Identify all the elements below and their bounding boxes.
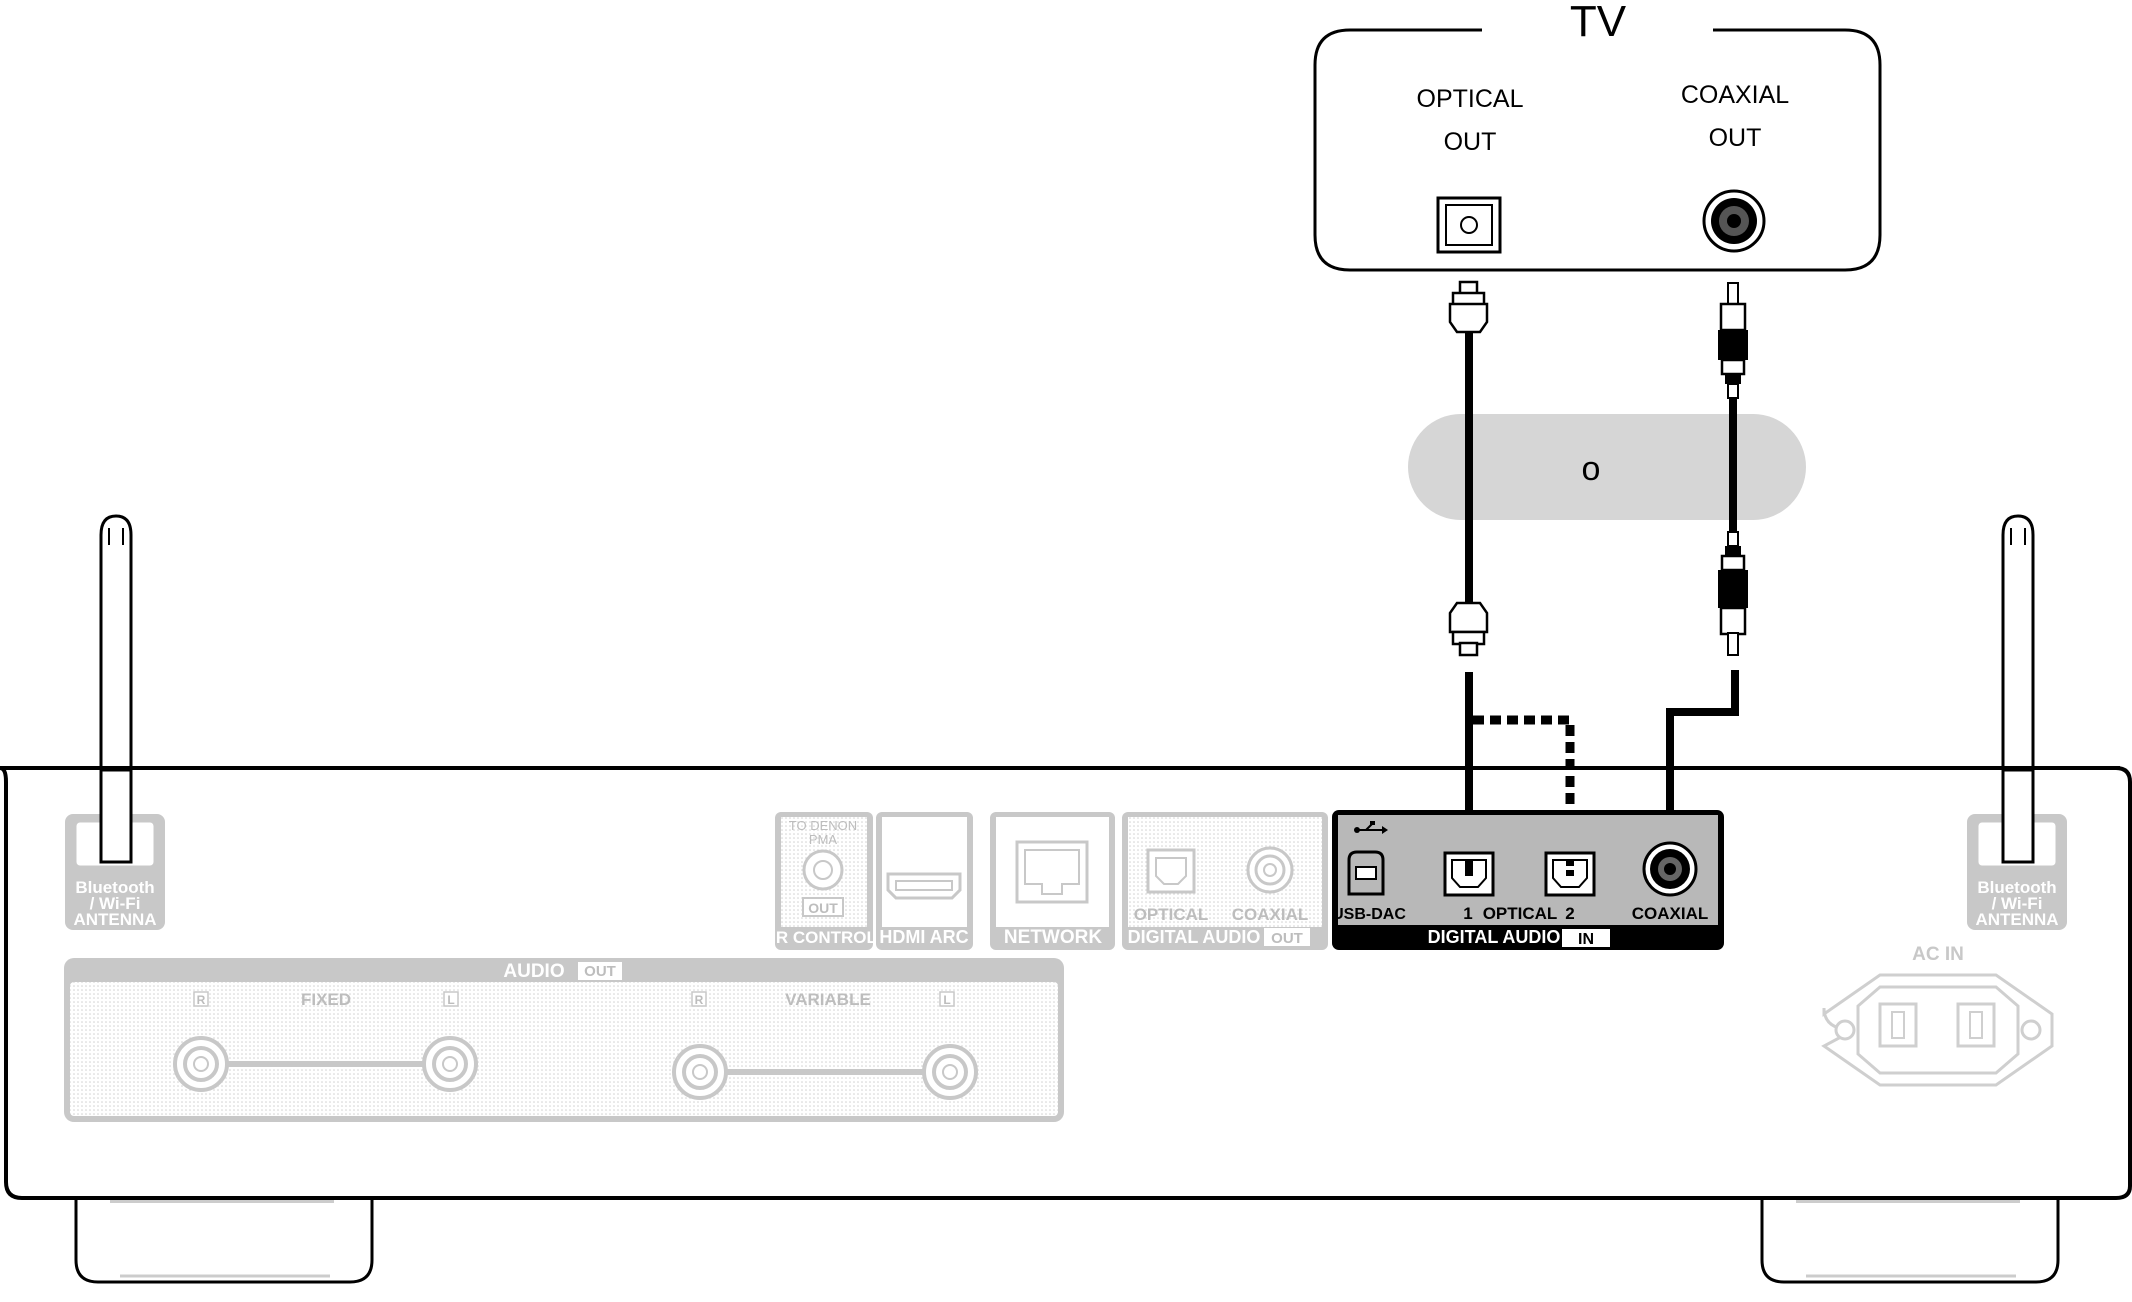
- ir-to-denon-2: PMA: [809, 832, 838, 847]
- digital-audio-in-label: DIGITAL AUDIO: [1428, 927, 1561, 947]
- fixed-r-label: R: [197, 993, 206, 1007]
- variable-l-jack-icon: [922, 1044, 978, 1100]
- usb-dac-label: USB-DAC: [1332, 906, 1406, 923]
- ir-out-tag: OUT: [808, 900, 838, 916]
- network-panel: NETWORK: [990, 812, 1115, 950]
- audio-out-label: AUDIO: [503, 961, 564, 982]
- tv-optical-jack-icon: [1436, 196, 1502, 254]
- optical-in-label: OPTICAL: [1483, 904, 1558, 923]
- tv-coaxial-label-2: OUT: [1709, 124, 1762, 152]
- tv-optical-label-2: OUT: [1444, 128, 1497, 156]
- digital-audio-out-label: DIGITAL AUDIO: [1128, 927, 1261, 947]
- variable-label: VARIABLE: [785, 990, 871, 1009]
- usb-icon: [1354, 821, 1388, 834]
- digital-audio-in-tag: IN: [1578, 931, 1594, 948]
- tv-device: TV OPTICAL OUT COAXIAL OUT: [1313, 0, 1882, 272]
- optical-in-1-label: 1: [1463, 904, 1472, 923]
- or-badge-text: o: [1582, 450, 1601, 488]
- ir-control-panel: TO DENON PMA OUT IR CONTROL: [771, 812, 877, 950]
- optical-cable: [1448, 280, 1575, 874]
- hdmi-arc-label: HDMI ARC: [879, 927, 968, 947]
- chassis: [0, 766, 2132, 1200]
- coaxial-in-label: COAXIAL: [1632, 904, 1709, 923]
- optical-in-2-label: 2: [1565, 904, 1574, 923]
- or-badge: o: [1408, 414, 1806, 520]
- ac-in-label: AC IN: [1912, 944, 1964, 965]
- digital-audio-out-panel: OPTICAL COAXIAL DIGITAL AUDIO OUT: [1122, 812, 1328, 950]
- ir-control-label: IR CONTROL: [771, 928, 877, 947]
- tv-coaxial-label-1: COAXIAL: [1681, 81, 1789, 109]
- variable-r-label: R: [695, 993, 704, 1007]
- variable-r-jack-icon: [672, 1044, 728, 1100]
- network-label: NETWORK: [1004, 927, 1102, 948]
- foot-left: [74, 1199, 374, 1284]
- audio-out-panel: AUDIO OUT R FIXED L R VARIABLE L: [64, 958, 1064, 1122]
- optical-out-jack-icon: [1146, 848, 1196, 894]
- audio-out-tag: OUT: [584, 963, 616, 980]
- fixed-label: FIXED: [301, 990, 351, 1009]
- antenna-terminal-right: Bluetooth / Wi-Fi ANTENNA: [1967, 814, 2067, 930]
- coaxial-in-jack-icon: [1642, 841, 1698, 897]
- ir-to-denon-1: TO DENON: [789, 818, 857, 833]
- ac-in-inlet: AC IN: [1821, 944, 2054, 1087]
- antenna-right-label-2: / Wi-Fi: [1992, 894, 2043, 913]
- coaxial-out-label: COAXIAL: [1232, 905, 1309, 924]
- coaxial-out-jack-icon: [1246, 846, 1294, 894]
- variable-l-label: L: [943, 993, 950, 1007]
- antenna-right-label-1: Bluetooth: [1977, 878, 2056, 897]
- antenna-right-label-3: ANTENNA: [1975, 910, 2058, 929]
- fixed-r-jack-icon: [173, 1036, 229, 1092]
- antenna-left-label-2: / Wi-Fi: [90, 894, 141, 913]
- hdmi-arc-panel: HDMI ARC: [876, 812, 973, 950]
- digital-audio-in-panel: USB-DAC 1 OPTICAL 2 COAXIAL DIGITAL AUDI…: [1332, 810, 1724, 950]
- fixed-l-label: L: [447, 993, 454, 1007]
- antenna-left-label-1: Bluetooth: [75, 878, 154, 897]
- optical-out-label: OPTICAL: [1134, 905, 1209, 924]
- antenna-left-label-3: ANTENNA: [73, 910, 156, 929]
- tv-optical-label-1: OPTICAL: [1417, 85, 1524, 113]
- foot-right: [1760, 1199, 2060, 1284]
- fixed-l-jack-icon: [422, 1036, 478, 1092]
- coaxial-cable: [1666, 282, 1748, 868]
- ir-jack-icon: [802, 849, 844, 891]
- digital-audio-out-tag: OUT: [1271, 930, 1303, 947]
- usb-dac-port-icon: [1347, 850, 1385, 896]
- tv-coaxial-jack-icon: [1702, 189, 1766, 253]
- ethernet-port-icon: [1015, 840, 1089, 904]
- tv-title: TV: [1570, 0, 1627, 46]
